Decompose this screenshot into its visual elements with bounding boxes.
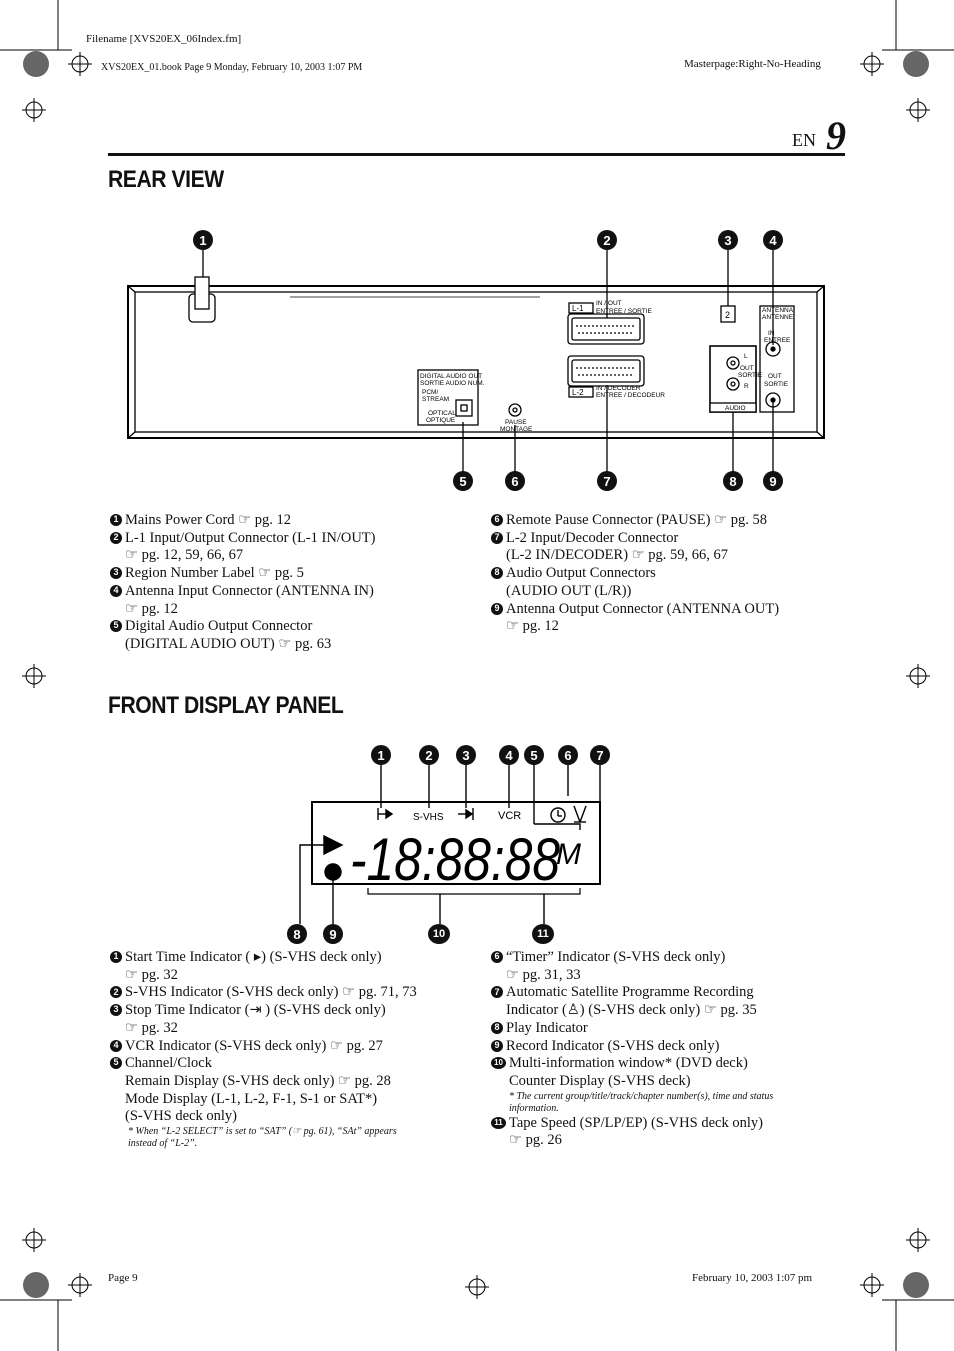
rear-callout-4: 4 [763, 230, 783, 250]
front-panel-title: FRONT DISPLAY PANEL [108, 692, 344, 719]
front-callout-7: 7 [590, 745, 610, 765]
l1-caption-b: ENTREE / SORTIE [596, 308, 653, 315]
footer-page: Page 9 [108, 1272, 138, 1284]
rear-callout-2: 2 [597, 230, 617, 250]
l2-caption-a: IN / DECODER [596, 385, 641, 392]
antenna-label-b: ANTENNE [762, 314, 794, 321]
antenna-in-a: IN [768, 330, 775, 337]
l2-label: L-2 [572, 388, 584, 397]
audio-out-a: OUT [740, 365, 754, 372]
front-display-diagram: S-VHS VCR -18:88:88 M [299, 764, 601, 924]
front-callout-10: 10 [428, 924, 450, 944]
audio-r: R [744, 383, 749, 390]
rear-callout-8: 8 [723, 471, 743, 491]
book-info: XVS20EX_01.book Page 9 Monday, February … [101, 62, 363, 73]
masterpage-label: Masterpage:Right-No-Heading [684, 58, 821, 70]
front-callout-5: 5 [524, 745, 544, 765]
digital-audio-label-a: DIGITAL AUDIO OUT [420, 373, 482, 380]
front-callout-1: 1 [371, 745, 391, 765]
filename-label: Filename [XVS20EX_06Index.fm] [86, 33, 242, 45]
rear-panel-diagram: L-1 IN / OUT ENTREE / SORTIE L-2 IN / DE… [127, 250, 825, 472]
l1-caption-a: IN / OUT [596, 300, 622, 307]
l2-caption-b: ENTREE / DECODEUR [596, 392, 665, 399]
list-item: 6“Timer” Indicator (S-VHS deck only) ☞ p… [491, 949, 851, 984]
antenna-in-b: ENTREE [764, 337, 791, 344]
header-rule [108, 153, 845, 156]
front-callout-8: 8 [287, 924, 307, 944]
front-callout-11: 11 [532, 924, 554, 944]
front-callout-3: 3 [456, 745, 476, 765]
rear-callout-1: 1 [193, 230, 213, 250]
rear-callout-9: 9 [763, 471, 783, 491]
optical-label-a: OPTICAL [428, 410, 456, 417]
l1-label: L-1 [572, 304, 584, 313]
rear-callout-7: 7 [597, 471, 617, 491]
front-callout-4: 4 [499, 745, 519, 765]
audio-out-b: SORTIE [738, 372, 763, 379]
rear-callout-5: 5 [453, 471, 473, 491]
front-callout-9: 9 [323, 924, 343, 944]
audio-label: AUDIO [725, 405, 746, 412]
footnote: * The current group/title/track/chapter … [509, 1090, 774, 1114]
language-code: EN [792, 130, 816, 150]
pcm-label: PCM/ [422, 389, 438, 396]
front-callout-6: 6 [558, 745, 578, 765]
optical-label-b: OPTIQUE [426, 417, 456, 424]
rear-callout-3: 3 [718, 230, 738, 250]
counter-digits: -18:88:88 [350, 826, 561, 893]
antenna-out-b: SORTIE [764, 381, 789, 388]
tape-speed-segment: M [556, 838, 581, 871]
page-number: 9 [826, 113, 846, 158]
audio-l: L [744, 353, 748, 360]
region-label: 2 [725, 310, 730, 320]
digital-audio-label-b: SORTIE AUDIO NUM. [420, 380, 485, 387]
pause-label-a: PAUSE [505, 419, 527, 426]
svhs-indicator: S-VHS [413, 812, 444, 823]
front-panel-list-right: 6“Timer” Indicator (S-VHS deck only) ☞ p… [491, 949, 851, 1150]
antenna-label-a: ANTENNA [762, 307, 794, 314]
front-callout-2: 2 [419, 745, 439, 765]
rear-view-title: REAR VIEW [108, 166, 224, 193]
rear-callout-6: 6 [505, 471, 525, 491]
antenna-out-a: OUT [768, 373, 782, 380]
stream-label: STREAM [422, 396, 449, 403]
pause-label-b: MONTAGE [500, 426, 533, 433]
footnote: * When “L-2 SELECT” is set to “SAT” (☞ p… [128, 1126, 397, 1150]
footer-date: February 10, 2003 1:07 pm [692, 1272, 813, 1284]
vcr-indicator: VCR [498, 810, 521, 822]
